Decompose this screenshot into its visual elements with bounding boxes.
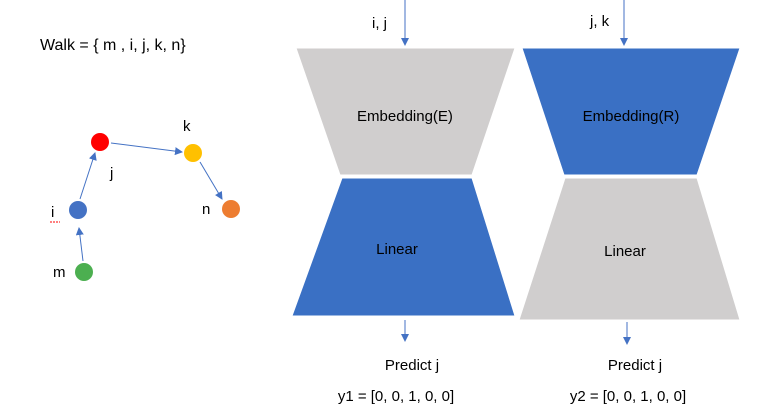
- edge-j-k: [110, 142, 183, 156]
- left-linear-block: [291, 177, 516, 317]
- right-linear-block: [518, 177, 741, 321]
- node-n: [222, 200, 240, 218]
- node-label-n: n: [202, 201, 210, 218]
- left-embedding-label: Embedding(E): [357, 108, 453, 125]
- edge-k-n: [199, 161, 223, 200]
- right-input-label: j, k: [589, 13, 610, 30]
- node-label-i: i: [51, 204, 54, 221]
- edge-m-i: [75, 227, 84, 262]
- node-label-m: m: [53, 264, 66, 281]
- right-embedding-label: Embedding(R): [583, 108, 680, 125]
- node-j: [91, 133, 109, 151]
- right-predict-label: Predict j: [608, 357, 662, 374]
- node-label-j: j: [109, 165, 113, 182]
- left-embedding-block: [295, 47, 516, 176]
- node-m: [75, 263, 93, 281]
- left-linear-label: Linear: [376, 241, 418, 258]
- right-linear-label: Linear: [604, 243, 646, 260]
- right-embedding-block: [521, 47, 741, 176]
- left-input-label: i, j: [372, 15, 387, 32]
- left-predict-label: Predict j: [385, 357, 439, 374]
- right-output-vector: y2 = [0, 0, 1, 0, 0]: [570, 388, 686, 405]
- node-i: [69, 201, 87, 219]
- walk-label: Walk = { m , i, j, k, n}: [40, 37, 186, 54]
- node-k: [184, 144, 202, 162]
- left-output-vector: y1 = [0, 0, 1, 0, 0]: [338, 388, 454, 405]
- edge-i-j: [79, 152, 97, 200]
- node-label-k: k: [183, 118, 191, 135]
